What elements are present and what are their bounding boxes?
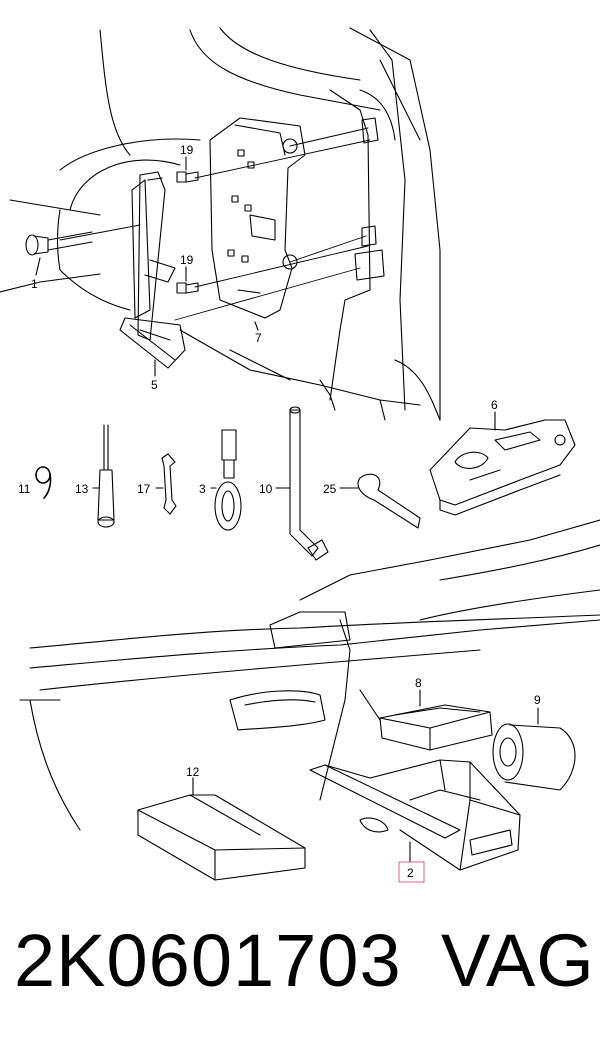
callout-7: 7 [255, 331, 262, 345]
callout-5: 5 [151, 378, 158, 392]
callout-6: 6 [491, 398, 498, 412]
callout-1: 1 [31, 277, 38, 291]
towing-eye-3 [210, 429, 242, 531]
storage-box-2 [309, 759, 521, 871]
callout-12: 12 [186, 765, 200, 779]
cylinder-9 [492, 707, 576, 791]
carrier-plate-7 [209, 117, 385, 319]
callout-3: 3 [199, 482, 206, 496]
foam-tray-6 [429, 411, 576, 516]
callout-17: 17 [137, 482, 151, 496]
callout-2-highlight [398, 861, 425, 883]
spring-clip-25 [339, 473, 421, 529]
screw-19-upper [176, 156, 199, 183]
callout-8: 8 [415, 676, 422, 690]
vehicle-side-panel-illustration [0, 27, 441, 421]
assembly-lines [59, 127, 371, 321]
callout-2: 2 [407, 866, 414, 880]
screw-19-lower [176, 266, 199, 294]
callout-11: 11 [18, 482, 31, 496]
screwdriver-13 [92, 424, 115, 528]
part-number: 2K0601703 [14, 919, 402, 1002]
callout-25: 25 [323, 482, 337, 496]
callout-13: 13 [75, 482, 89, 496]
callout-10: 10 [259, 482, 273, 496]
wrench-17 [155, 453, 177, 515]
callout-9: 9 [534, 693, 541, 707]
wheel-brace-10 [275, 406, 329, 561]
bolt-1 [25, 231, 93, 276]
handwritten-nine [35, 466, 52, 499]
callout-19-upper: 19 [180, 143, 194, 157]
exploded-parts-diagram: 1 19 19 5 7 6 11 13 17 3 10 25 8 9 12 2 [0, 27, 600, 883]
boot-floor-illustration [19, 519, 600, 831]
scissor-jack-5 [119, 171, 186, 377]
first-aid-kit-8 [379, 689, 493, 751]
foam-block-12 [137, 777, 306, 881]
callout-labels: 1 19 19 5 7 6 11 13 17 3 10 25 8 9 12 2 [18, 143, 541, 880]
callout-19-lower: 19 [180, 253, 194, 267]
brand-name: VAG [441, 919, 595, 1002]
